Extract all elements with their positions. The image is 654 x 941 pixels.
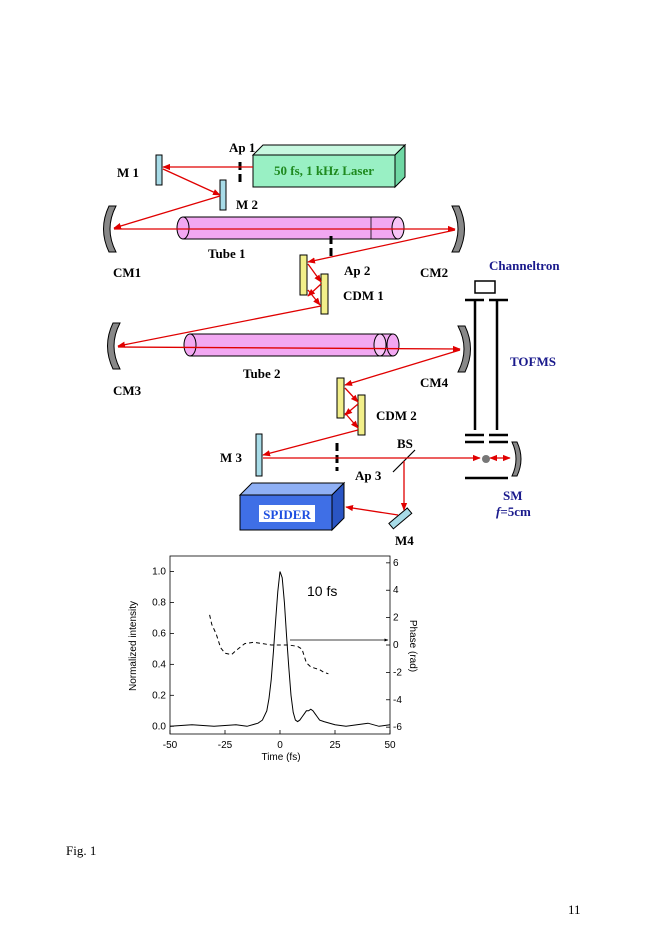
x-tick-label: -50 — [163, 740, 178, 751]
spider-label: SPIDER — [263, 507, 311, 522]
y-tick-label: 1.0 — [152, 566, 166, 577]
cdm2-label: CDM 2 — [376, 408, 417, 423]
mirror-m3 — [255, 433, 263, 477]
beam-path — [113, 163, 511, 516]
bs-label: BS — [397, 436, 413, 451]
sm-label: SM — [503, 488, 523, 503]
cm4-label: CM4 — [420, 375, 449, 390]
m3-label: M 3 — [220, 450, 243, 465]
y2-tick-label: 2 — [393, 613, 399, 624]
m1-label: M 1 — [117, 165, 139, 180]
x-axis-title: Time (fs) — [261, 752, 300, 763]
m4-label: M4 — [395, 533, 414, 548]
tube1-label: Tube 1 — [208, 246, 245, 261]
y2-tick-label: -2 — [393, 667, 402, 678]
x-tick-label: 50 — [384, 740, 396, 751]
laser-label: 50 fs, 1 kHz Laser — [274, 163, 374, 178]
chirped-mirror-cdm1-a — [299, 254, 308, 296]
tube-1 — [176, 216, 405, 240]
y2-tick-label: 6 — [393, 558, 399, 569]
y-tick-label: 0.2 — [152, 690, 166, 701]
tube2-label: Tube 2 — [243, 366, 280, 381]
focal-f: f — [496, 504, 502, 519]
y2-tick-label: 0 — [393, 640, 399, 651]
spherical-mirror-sm — [511, 441, 522, 477]
focal-length-label: f=5cm — [496, 504, 531, 519]
spider-box — [238, 481, 346, 532]
y-tick-label: 0.0 — [152, 721, 166, 732]
mirror-m2 — [219, 179, 227, 211]
chirped-mirror-cdm1-b — [320, 273, 329, 315]
channeltron — [474, 280, 496, 294]
figure-caption: Fig. 1 — [66, 843, 97, 858]
chirped-mirror-cdm2-b — [357, 394, 366, 436]
cm1-label: CM1 — [113, 265, 141, 280]
page-number: 11 — [568, 902, 581, 917]
curved-mirror-cm2 — [451, 205, 465, 253]
x-tick-label: 25 — [329, 740, 341, 751]
chirped-mirror-cdm2-a — [336, 377, 345, 419]
channeltron-label: Channeltron — [489, 258, 560, 273]
y-axis-title: Normalized intensity — [128, 601, 139, 691]
x-tick-label: 0 — [277, 740, 283, 751]
tofms-tube — [465, 298, 508, 480]
cdm1-label: CDM 1 — [343, 288, 384, 303]
cm2-label: CM2 — [420, 265, 448, 280]
ap3-label: Ap 3 — [355, 468, 382, 483]
tofms-label: TOFMS — [510, 354, 556, 369]
y2-tick-label: 4 — [393, 585, 399, 596]
intensity-line — [169, 571, 391, 727]
target-spot — [482, 455, 490, 463]
y2-axis-title: Phase (rad) — [407, 620, 418, 672]
ap2-label: Ap 2 — [344, 263, 370, 278]
cm3-label: CM3 — [113, 383, 142, 398]
focal-value: =5cm — [500, 504, 531, 519]
y2-tick-label: -6 — [393, 722, 402, 733]
y-tick-label: 0.4 — [152, 659, 166, 670]
m2-label: M 2 — [236, 197, 258, 212]
curved-mirror-cm4 — [457, 325, 471, 373]
y2-tick-label: -4 — [393, 695, 402, 706]
ap1-label: Ap 1 — [229, 140, 255, 155]
curved-mirror-cm1 — [103, 205, 117, 253]
laser-box — [251, 143, 407, 189]
mirror-m1 — [155, 154, 163, 186]
mirror-m4 — [388, 507, 413, 530]
curved-mirror-cm3 — [107, 322, 121, 370]
y-tick-label: 0.8 — [152, 597, 166, 608]
phase-line — [209, 614, 329, 675]
pulse-width-annotation: 10 fs — [307, 583, 337, 599]
x-tick-label: -25 — [218, 740, 233, 751]
y-tick-label: 0.6 — [152, 628, 166, 639]
tube-2 — [183, 333, 400, 357]
